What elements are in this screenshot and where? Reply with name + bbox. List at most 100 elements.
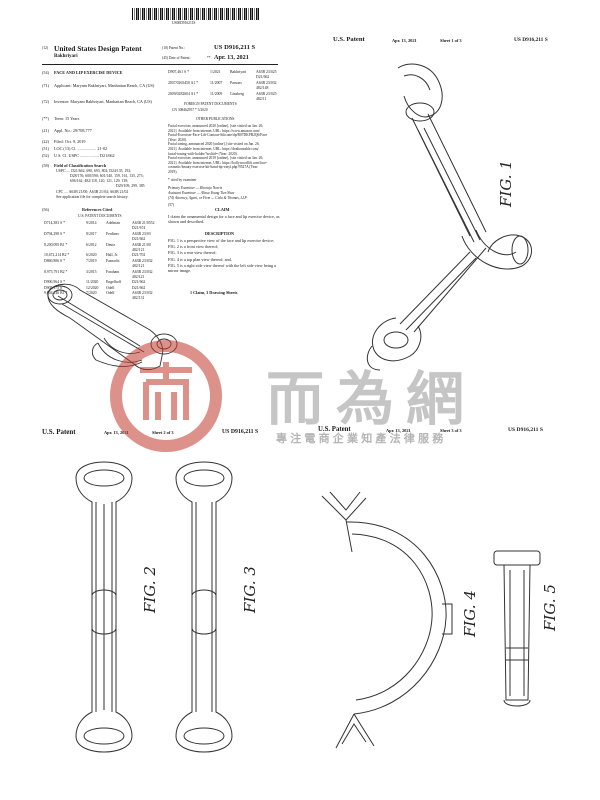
reference-row: D900,964 S * 11/2020 Engelhoff D21/662	[44, 280, 164, 285]
publication-line: Facial exerciser, announced 2019 [online…	[168, 156, 264, 161]
reference-no: D905,175 S *	[44, 285, 65, 290]
reference-no: 8,200,095 B1 *	[44, 242, 68, 247]
title-tag: (12)	[42, 46, 48, 50]
reference-row: 482/121	[44, 248, 164, 253]
reference-name: Parsons	[230, 80, 242, 85]
reference-no: D794,298 S *	[44, 231, 65, 236]
publication-line: 2021]. Available from internet, URL: htt…	[168, 160, 268, 165]
reference-date: 11/2007	[210, 80, 223, 85]
sheet-header-number: US D916,211 S	[222, 429, 259, 435]
reference-row: D21/674	[44, 226, 164, 231]
claim-code: (57)	[168, 203, 174, 207]
publication-line: (Year: 2020).	[168, 137, 187, 142]
reference-row: D21/662	[44, 237, 164, 242]
refs-subtitle: U.S. PATENT DOCUMENTS	[78, 214, 122, 218]
search-line: D28/176; 600/590; 601/140, 159, 161, 135…	[70, 174, 144, 178]
claim-title: CLAIM	[215, 207, 230, 212]
reference-row: 482/11	[168, 97, 280, 102]
search-line: 606/162; 482/118, 120, 121, 129, 139;	[70, 179, 129, 183]
sheet-header-sheet: Sheet 2 of 3	[152, 430, 174, 435]
search-line: See application file for complete search…	[56, 195, 129, 199]
reference-date: 8/2017	[86, 231, 97, 236]
reference-no: 2007/0265450 A1 *	[168, 80, 199, 85]
desc-line: FIG. 2 is a front view thereof;	[168, 244, 219, 250]
reference-cls: 482/131	[132, 296, 145, 301]
reference-row: 482/121	[44, 275, 164, 280]
reference-name: Engelhoff	[106, 280, 122, 285]
reference-date: 7/2019	[86, 258, 97, 263]
date-star: **	[207, 56, 211, 60]
reference-name: Ferdinec	[106, 231, 120, 236]
reference-row: 482/148	[168, 86, 280, 91]
reference-cls: A63B 23/032	[132, 269, 153, 274]
patent-date: Apr. 13, 2021	[214, 54, 249, 61]
refs-code: (56)	[42, 207, 49, 212]
publication-line: 2021]. Available from internet, URL: htt…	[168, 146, 259, 151]
reference-cls: D21/662	[132, 280, 146, 285]
reference-date: 9/2014	[86, 221, 97, 225]
sheet-header-sheet: Sheet 1 of 3	[440, 38, 462, 43]
barcode-number: US00D916211S	[172, 21, 196, 25]
foreign-ref: CN 308462957 * 3/2020	[172, 108, 208, 112]
reference-cls: A63B 21/0552	[132, 221, 155, 225]
reference-cls: 482/121	[132, 274, 145, 279]
sheet-header-left: U.S. Patent	[42, 428, 76, 436]
sheet-header-date: Apr. 13, 2021	[104, 430, 129, 435]
field-code: (58)	[42, 163, 49, 168]
desc-line: FIG. 5 is a right side view thereof with…	[168, 262, 277, 274]
refs-title: References Cited	[82, 207, 113, 212]
reference-date: 1/2021	[210, 70, 221, 74]
search-line: USPC .... D21/662, 690, 693, 802; D24/13…	[56, 169, 132, 173]
reference-date: 11/2020	[86, 280, 99, 285]
desc-line: FIG. 3 is a rear view thereof;	[168, 250, 217, 256]
reference-no: D900,964 S *	[44, 280, 65, 285]
barcode	[132, 8, 260, 20]
reference-row: 2007/0265450 A1 * 11/2007 Parsons A63B 23/0…	[168, 81, 280, 86]
reference-name: Bakhriyari	[230, 70, 247, 74]
reference-cls: 482/121	[132, 264, 145, 269]
desc-line: FIG. 4 is a top plan view thereof; and,	[168, 256, 232, 262]
reference-cls: 482/11	[256, 96, 267, 101]
publication-line: cosmetic/beauty-exercise-kit-hand-tip-vi…	[168, 165, 259, 170]
sheet-header-left: U.S. Patent	[318, 426, 351, 433]
reference-date: 3/2015	[86, 269, 97, 274]
sheet-header-left: U.S. Patent	[333, 36, 365, 43]
desc-line: FIG. 1 is a perspective view of the face…	[168, 238, 275, 243]
other-pubs-title: OTHER PUBLICATIONS	[196, 117, 235, 121]
description-title: DESCRIPTION	[205, 231, 235, 236]
other-publications: Facial exerciser, announced 2020 [online…	[168, 124, 280, 175]
reference-no: D860,806 S *	[44, 258, 65, 263]
reference-date: 11/2009	[210, 91, 223, 96]
description-lines: FIG. 1 is a perspective view of the face…	[168, 238, 280, 273]
publication-line: facial-toning-with-holder/?srsltid= (Yea…	[168, 151, 238, 156]
reference-cls: A63B 23/025	[256, 70, 277, 74]
title-divider	[42, 64, 278, 65]
reference-cls: D21/702	[132, 253, 146, 258]
reference-cls: D21/662	[256, 75, 270, 80]
reference-no: D714,383 S *	[44, 221, 65, 225]
field-filed: Filed: Oct. 9, 2019	[54, 139, 86, 144]
field-code: (22)	[42, 139, 49, 144]
claim-text: I claim the ornamental design for a face…	[168, 214, 280, 225]
reference-cls: D21/662	[132, 285, 146, 290]
field-code: (71)	[42, 83, 49, 88]
reference-row: 482/121	[44, 264, 164, 269]
reference-cls: A63B 23/032	[256, 80, 277, 85]
publication-line: 2021]. Available from internet, URL: htt…	[168, 128, 261, 133]
reference-name: Deutz	[106, 242, 116, 247]
reference-row: D21/662	[168, 75, 280, 80]
publication-line: Facial exerciser, announced 2020 [online…	[168, 124, 264, 128]
reference-name: Farahani	[106, 269, 120, 274]
reference-name: Ginsberg	[230, 91, 244, 96]
reference-date: 6/2020	[86, 253, 97, 258]
